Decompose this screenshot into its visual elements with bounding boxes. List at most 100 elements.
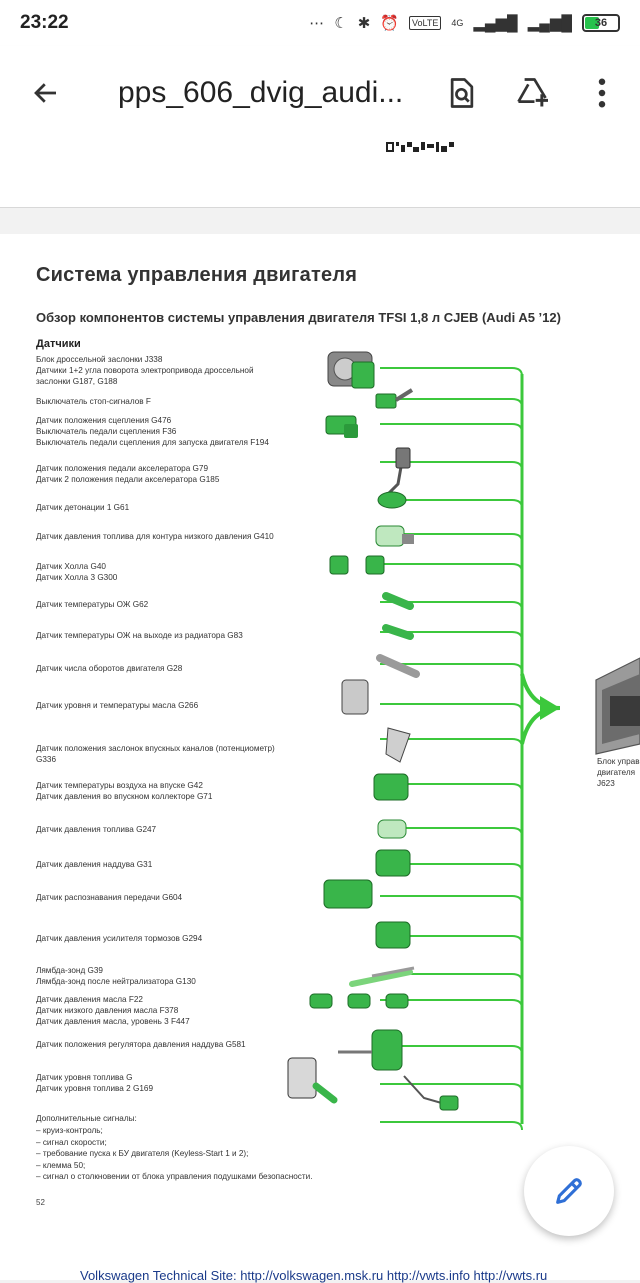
sensor-label: Датчик давления масла F22 [36,995,143,1004]
branch-line [380,738,523,748]
sensor-label: Датчик положения заслонок впускных канал… [36,744,275,753]
bluetooth-icon: ✱ [357,15,371,32]
sensor-label: Датчик давления во впускном коллекторе G… [36,792,213,801]
more-options-button[interactable] [570,61,634,125]
sensor-label: Датчик давления наддува G31 [36,860,153,869]
sensor-label: Выключатель стоп-сигналов F [36,397,151,406]
extra-signal-item: – сигнал о столкновении от блока управле… [36,1172,313,1181]
sensor-label: Датчик числа оборотов двигателя G28 [36,664,183,673]
branch-line [380,398,523,408]
more-vert-icon [598,78,606,108]
sensor-label: заслонки G187, G188 [36,377,118,386]
sensor-label: Лямбда-зонд G39 [36,966,103,975]
branch-line [380,1121,523,1131]
sensor-label: Блок дроссельной заслонки J338 [36,355,163,364]
branch-line [380,533,523,543]
sensor-label: Датчик уровня и температуры масла G266 [36,701,199,710]
add-to-drive-button[interactable] [500,61,564,125]
branch-line [380,631,523,641]
sensor-label: Датчик низкого давления масла F378 [36,1006,179,1015]
extra-signals-list: – круиз-контроль; – сигнал скорости; – тре… [36,1125,313,1183]
app-toolbar: pps_606_dvig_audi... [0,46,640,140]
signal-icon-2: ▂▄▆█ [527,15,572,32]
branch-line [380,367,523,377]
sensor-label: Датчик давления топлива G247 [36,825,157,834]
back-button[interactable] [14,61,78,125]
sensor-label: Датчик давления масла, уровень 3 F447 [36,1017,190,1026]
branch-line [380,663,523,673]
sensor-label: Датчик 2 положения педали акселератора G… [36,475,220,484]
battery-level: 36 [594,17,608,29]
sensor-label: Датчик Холла 3 G300 [36,573,118,582]
sensor-label: G336 [36,755,57,764]
branch-line [380,895,523,905]
sensor-label: Датчик положения педали акселератора G79 [36,464,209,473]
sensor-label: Лямбда-зонд после нейтрализатора G130 [36,977,196,986]
arrow-left-icon [34,83,56,103]
sensor-label: Датчик положения сцепления G476 [36,416,172,425]
ecu-label: Блок управ двигателя J623 [597,756,640,789]
status-bar: 23:22 ⋯ ☾ ✱ ⏰ VoLTE 4G ▂▄▆█ ▂▄▆█ 36 [0,0,640,46]
page-subtitle: Обзор компонентов системы управления дви… [36,310,561,325]
arrow-to-ecu [540,696,560,720]
extra-signal-item: – круиз-контроль; [36,1126,103,1135]
sensor-label: Датчик положения регулятора давления над… [36,1040,246,1049]
alarm-icon: ⏰ [380,15,399,32]
sensor-label: Датчик температуры воздуха на впуске G42 [36,781,203,790]
extra-signal-item: – клемма 50; [36,1160,86,1170]
sensor-label: Датчик Холла G40 [36,562,106,571]
document-title: pps_606_dvig_audi... [118,76,404,109]
branch-line [380,423,523,433]
pdf-page: Система управления двигателя Обзор компо… [0,234,640,1280]
branch-line [380,1045,523,1055]
status-icons: ⋯ ☾ ✱ ⏰ VoLTE 4G ▂▄▆█ ▂▄▆█ 36 [309,14,620,32]
sensors-heading: Датчики [36,338,81,350]
extra-signals-title: Дополнительные сигналы: [36,1114,137,1123]
page-number: 52 [36,1198,45,1207]
component-sketches [287,351,459,1111]
branch-line [380,499,523,509]
sensor-label: Выключатель педали сцепления для запуска… [36,438,269,447]
pencil-icon [556,1178,582,1204]
volte-icon: VoLTE [408,16,442,30]
ecu-label-line-3: J623 [597,779,615,788]
branch-line [380,1083,523,1093]
branch-line [380,973,523,983]
page-title: Система управления двигателя [36,264,358,286]
document-search-icon [450,78,474,108]
sensor-label: Датчик детонации 1 G61 [36,503,130,512]
search-in-document-button[interactable] [430,61,494,125]
branch-line [380,563,523,573]
sensor-label: Датчик давления усилителя тормозов G294 [36,934,203,943]
branch-line [380,783,523,793]
pdf-page-previous [0,140,640,208]
sensor-label: Датчик уровня топлива 2 G169 [36,1084,153,1093]
wiring-diagram [287,351,640,1131]
branch-line [380,703,523,713]
branch-line [380,999,523,1009]
sensor-label: Датчик давления топлива для контура низк… [36,532,274,541]
sensor-label: Датчик температуры ОЖ G62 [36,600,149,609]
extra-signal-item: – сигнал скорости; [36,1137,107,1147]
footer-link[interactable]: Volkswagen Technical Site: http://volksw… [80,1268,548,1283]
edit-fab-button[interactable] [524,1146,614,1236]
branch-line [380,461,523,471]
ecu-label-line-2: двигателя [597,768,636,777]
branch-line [380,827,523,837]
network-type: 4G [451,18,464,28]
signal-icon: ▂▄▆█ [473,15,518,32]
branch-line [380,601,523,611]
branch-line [380,863,523,873]
sensor-label: Датчик распознавания передачи G604 [36,893,183,902]
ecu-unit [595,657,640,755]
extra-signal-item: – требование пуска к БУ двигателя (Keyle… [36,1149,249,1158]
battery-icon: 36 [582,14,620,32]
sensor-label: Выключатель педали сцепления F36 [36,427,177,436]
branch-line [380,935,523,945]
more-dots-icon: ⋯ [309,15,325,32]
do-not-disturb-icon: ☾ [334,15,348,32]
sensor-label: Датчик уровня топлива G [36,1073,133,1082]
status-time: 23:22 [20,12,69,33]
barcode-image [386,142,454,152]
drive-add-icon [517,78,548,107]
